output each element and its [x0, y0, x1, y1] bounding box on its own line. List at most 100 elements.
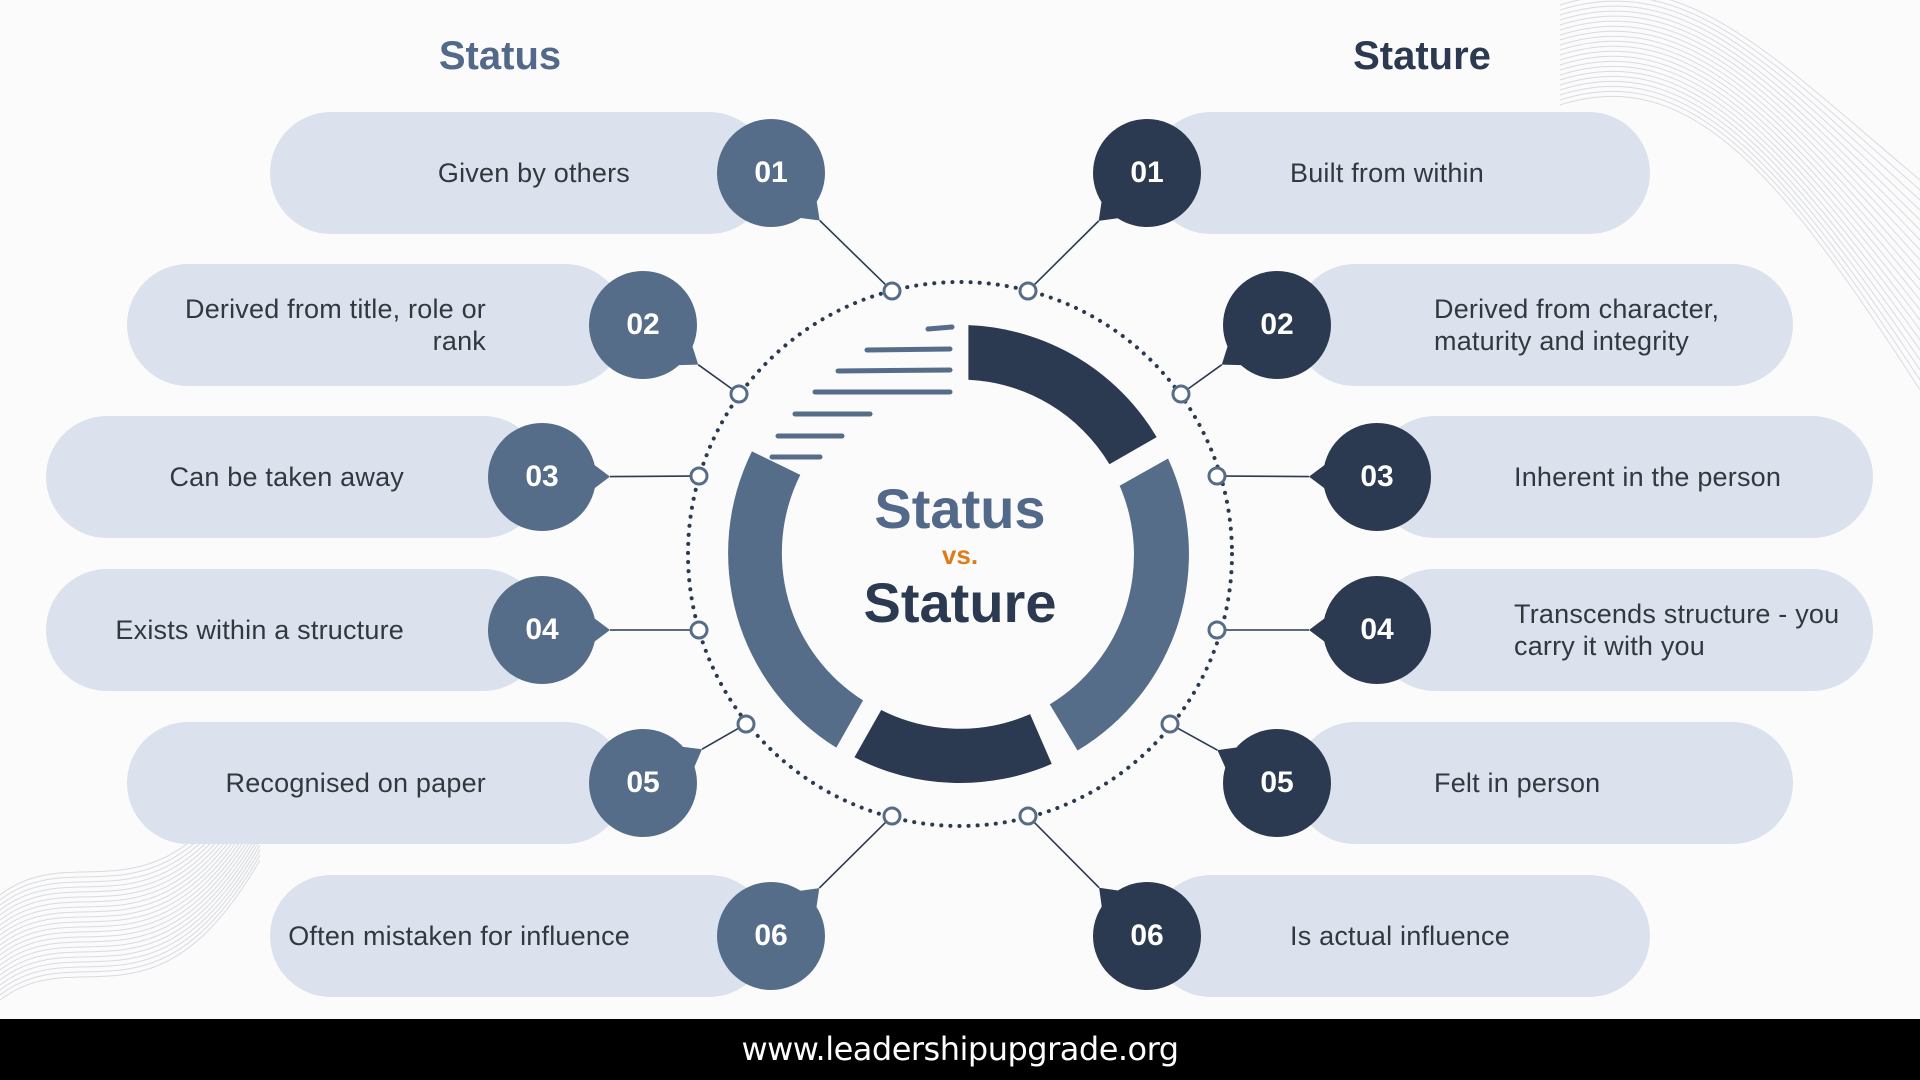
status-item-text: Given by others — [437, 158, 630, 188]
wave-line — [1560, 0, 1920, 181]
wave-line — [0, 839, 261, 981]
wave-line — [0, 849, 261, 991]
wave-line — [0, 829, 261, 971]
connector-node — [882, 281, 902, 301]
stature-item-text: Inherent in the person — [1514, 462, 1782, 492]
status-item-text: Often mistaken for influence — [288, 921, 630, 951]
stature-item-card: Built from within — [1150, 112, 1650, 234]
stature-item-text: Derived from character, maturity and int… — [1434, 294, 1720, 356]
connector-line — [609, 475, 691, 478]
wave-line — [1559, 25, 1920, 251]
wave-line — [0, 799, 261, 941]
ring-segment-left — [728, 451, 864, 748]
ring-segment-right — [1049, 458, 1189, 751]
connector-node — [1171, 384, 1191, 404]
connector-node — [1018, 281, 1038, 301]
wave-line — [0, 804, 261, 946]
wave-line — [1559, 60, 1920, 321]
wave-line — [0, 844, 261, 986]
dotted-ring — [686, 280, 1234, 828]
connector-line — [1187, 364, 1223, 390]
wave-line — [1559, 70, 1920, 341]
status-column-title: Status — [438, 34, 562, 78]
stature-item-number: 03 — [1323, 423, 1431, 531]
stature-item-text: Transcends structure - you carry it with… — [1514, 599, 1840, 661]
connector-node — [729, 384, 749, 404]
wave-line — [1559, 80, 1920, 361]
connector-node — [689, 620, 709, 640]
corner-wave-decoration — [0, 754, 261, 1001]
stature-item-number: 01 — [1093, 119, 1201, 227]
wave-line — [0, 809, 261, 951]
connector-node — [1018, 806, 1038, 826]
stature-item-text: Felt in person — [1434, 768, 1601, 798]
wave-line — [0, 824, 261, 966]
connector-node — [882, 806, 902, 826]
stature-item-number: 05 — [1223, 729, 1331, 837]
badge-pointer — [1309, 464, 1326, 489]
status-item-number: 04 — [488, 576, 596, 684]
status-item-number: 05 — [589, 729, 697, 837]
center-title-status: Status — [874, 477, 1046, 540]
wave-line — [0, 859, 261, 1001]
ring-segment-top — [968, 325, 1157, 465]
connector-line — [701, 727, 739, 750]
stature-item-number: 04 — [1323, 576, 1431, 684]
stature-column-title: Stature — [1353, 34, 1491, 78]
wave-line — [1559, 45, 1920, 291]
connector-node — [1160, 714, 1180, 734]
status-item-number: 03 — [488, 423, 596, 531]
connector-node — [736, 714, 756, 734]
wave-line — [1559, 5, 1920, 211]
wave-line — [0, 854, 261, 996]
wave-line — [0, 794, 261, 936]
wave-line — [1559, 35, 1920, 271]
ring-segment-bottom — [854, 710, 1052, 784]
footer-website: www.leadershipupgrade.org — [0, 1019, 1920, 1080]
wave-line — [0, 834, 261, 976]
wave-line — [1559, 15, 1920, 231]
status-item-card: Exists within a structure — [46, 569, 544, 691]
wave-line — [0, 789, 261, 931]
connector-line — [818, 821, 887, 889]
connector-line — [1033, 220, 1100, 286]
status-item-text: Recognised on paper — [225, 768, 486, 798]
status-item-card: Derived from title, role or rank — [127, 264, 626, 386]
connector-line — [697, 364, 733, 390]
badge-pointer — [799, 200, 820, 221]
wave-line — [1559, 40, 1920, 281]
wave-line — [0, 814, 261, 956]
connector-node — [689, 466, 709, 486]
wave-line — [1559, 96, 1920, 391]
wave-line — [1559, 0, 1920, 191]
wave-line — [1559, 85, 1920, 371]
connector-line — [1225, 475, 1310, 478]
badge-pointer — [594, 618, 610, 642]
badge-pointer — [593, 464, 610, 489]
connector-line — [1177, 727, 1218, 751]
wave-line — [1559, 10, 1920, 221]
center-title-stature: Stature — [863, 571, 1057, 634]
wave-line — [1559, 75, 1920, 351]
corner-wave-decoration — [1559, 0, 1920, 391]
stature-item-card: Felt in person — [1294, 722, 1793, 844]
stature-item-card: Derived from character, maturity and int… — [1294, 264, 1793, 386]
wave-line — [1559, 50, 1920, 301]
status-item-card: Often mistaken for influence — [270, 875, 770, 997]
hatch-lines — [769, 324, 955, 460]
connector-node — [1207, 466, 1227, 486]
stature-item-number: 06 — [1093, 882, 1201, 990]
status-item-text: Exists within a structure — [115, 615, 404, 645]
stature-item-text: Is actual influence — [1290, 921, 1510, 951]
connector-node — [1207, 620, 1227, 640]
badge-pointer — [1309, 618, 1325, 642]
wave-line — [1559, 91, 1920, 381]
status-item-number: 02 — [589, 271, 697, 379]
wave-line — [1559, 30, 1920, 261]
status-item-card: Given by others — [270, 112, 770, 234]
stature-item-number: 02 — [1223, 271, 1331, 379]
wave-line — [1559, 55, 1920, 311]
stature-item-card: Transcends structure - you carry it with… — [1374, 569, 1873, 691]
status-item-card: Recognised on paper — [127, 722, 626, 844]
